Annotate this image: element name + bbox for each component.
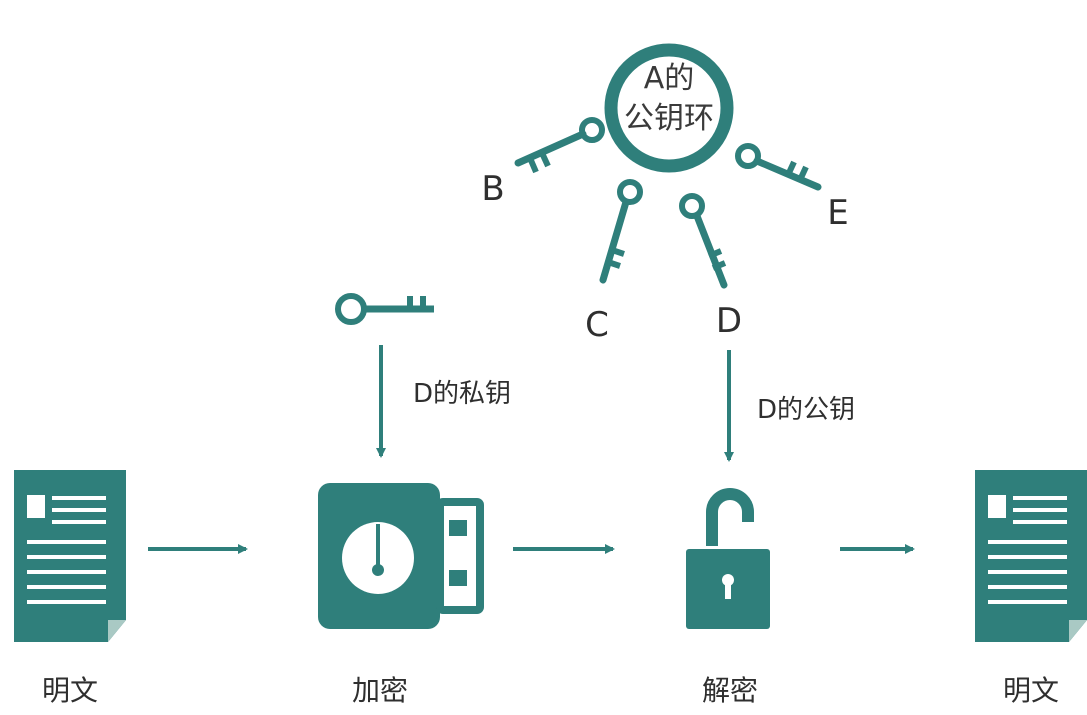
keyring-label-line2: 公钥环 (624, 101, 714, 136)
key-c-icon (599, 179, 643, 284)
public-key-label: D的公钥 (757, 395, 855, 425)
key-d-label: D (716, 301, 742, 341)
private-key-label: D的私钥 (413, 379, 511, 409)
key-e-label: E (827, 193, 848, 233)
decrypt-label: 解密 (702, 674, 758, 707)
usb-drive-icon (318, 483, 484, 629)
key-d-icon (679, 193, 728, 289)
private-key-icon (335, 293, 434, 325)
keyring-label-line1: A的 (644, 61, 695, 96)
key-e-icon (735, 143, 822, 191)
unlocked-padlock-icon (686, 488, 770, 629)
document-icon (14, 470, 126, 642)
plaintext-left-label: 明文 (42, 674, 98, 707)
key-c-label: C (585, 305, 609, 345)
key-b-label: B (481, 169, 504, 209)
key-b-icon (514, 117, 605, 174)
keyring-icon: A的 公钥环 (604, 43, 734, 173)
document-icon (975, 470, 1087, 642)
plaintext-right-label: 明文 (1003, 674, 1059, 707)
encrypt-label: 加密 (352, 674, 408, 707)
